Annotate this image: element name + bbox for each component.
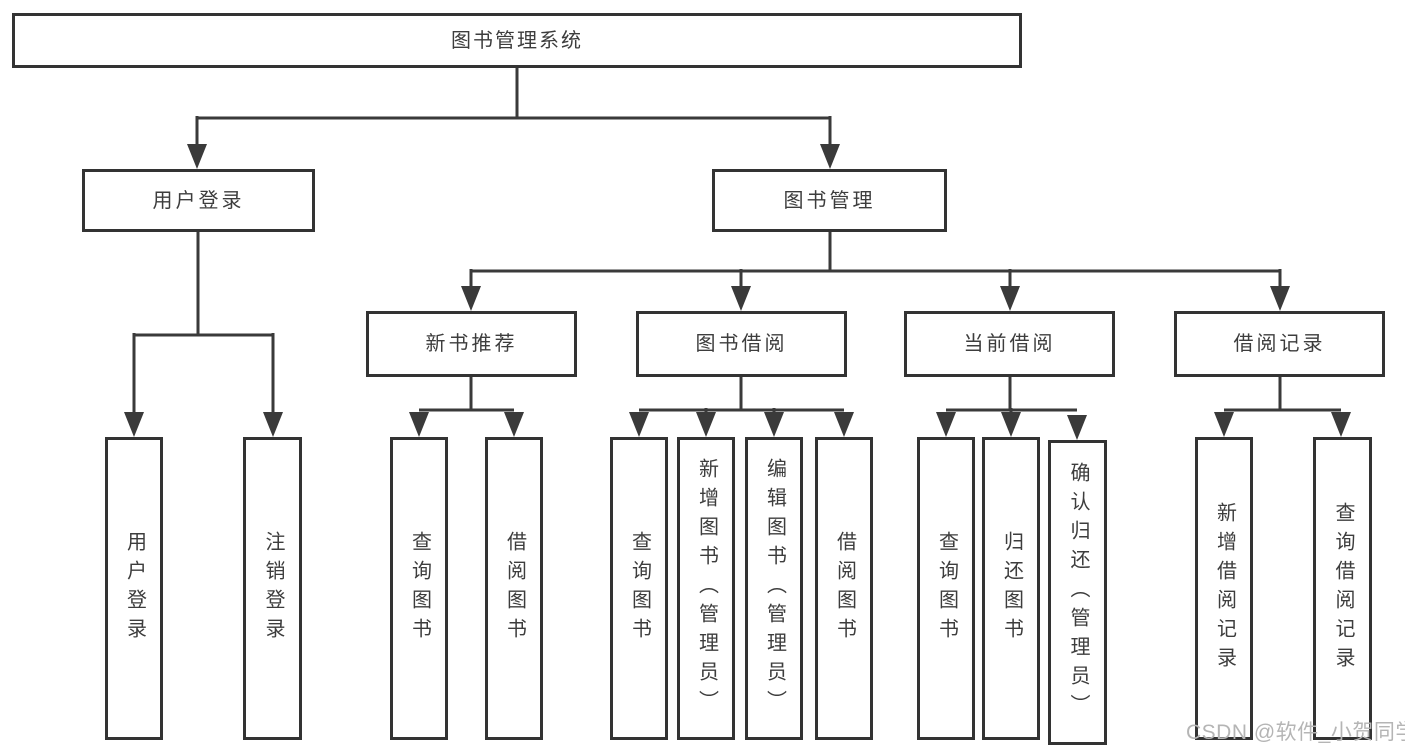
node-book-borrowing: 图书借阅 [636, 311, 847, 377]
node-label: 注销登录 [262, 530, 284, 647]
node-leaf-confirm-return-admin: 确认归还（管理员） [1048, 440, 1107, 745]
node-borrowing-records: 借阅记录 [1174, 311, 1385, 377]
node-book-management: 图书管理 [712, 169, 947, 232]
node-label: 新书推荐 [425, 333, 518, 355]
node-user-login: 用户登录 [82, 169, 315, 232]
node-label: 用户登录 [152, 189, 245, 212]
node-leaf-query-borrow-record: 查询借阅记录 [1313, 437, 1372, 740]
node-leaf-borrow-books-2: 借阅图书 [815, 437, 873, 740]
node-label: 归还图书 [1000, 530, 1023, 647]
node-label: 查询借阅记录 [1332, 501, 1354, 676]
node-leaf-return-books: 归还图书 [982, 437, 1040, 740]
node-label: 图书借阅 [695, 333, 788, 355]
node-label: 确认归还（管理员） [1067, 462, 1089, 723]
node-label: 查询图书 [935, 530, 958, 647]
node-label: 新增借阅记录 [1213, 501, 1236, 676]
node-label: 当前借阅 [963, 333, 1056, 355]
node-leaf-edit-books-admin: 编辑图书（管理员） [745, 437, 803, 740]
arrowheads [124, 144, 1351, 440]
node-label: 图书管理 [783, 189, 876, 212]
node-label: 借阅图书 [833, 530, 856, 647]
node-label: 借阅图书 [503, 530, 526, 647]
node-label: 图书管理系统 [451, 29, 583, 52]
node-label: 借阅记录 [1233, 333, 1326, 355]
node-leaf-add-books-admin: 新增图书（管理员） [677, 437, 735, 740]
node-leaf-query-books-2: 查询图书 [610, 437, 668, 740]
node-leaf-query-books-1: 查询图书 [390, 437, 448, 740]
node-leaf-borrow-books-1: 借阅图书 [485, 437, 543, 740]
node-leaf-logout: 注销登录 [243, 437, 302, 740]
node-label: 查询图书 [408, 530, 431, 647]
node-label: 新增图书（管理员） [695, 458, 718, 719]
csdn-watermark: CSDN @软件_小贺同学 [1186, 721, 1405, 744]
node-label: 查询图书 [628, 530, 651, 647]
node-new-book-recommend: 新书推荐 [366, 311, 577, 377]
node-leaf-add-borrow-record: 新增借阅记录 [1195, 437, 1253, 740]
node-leaf-query-books-3: 查询图书 [917, 437, 975, 740]
node-current-borrowing: 当前借阅 [904, 311, 1115, 377]
node-leaf-user-login: 用户登录 [105, 437, 163, 740]
node-label: 编辑图书（管理员） [763, 458, 786, 719]
node-label: 用户登录 [123, 530, 146, 647]
node-library-management-system: 图书管理系统 [12, 13, 1022, 68]
